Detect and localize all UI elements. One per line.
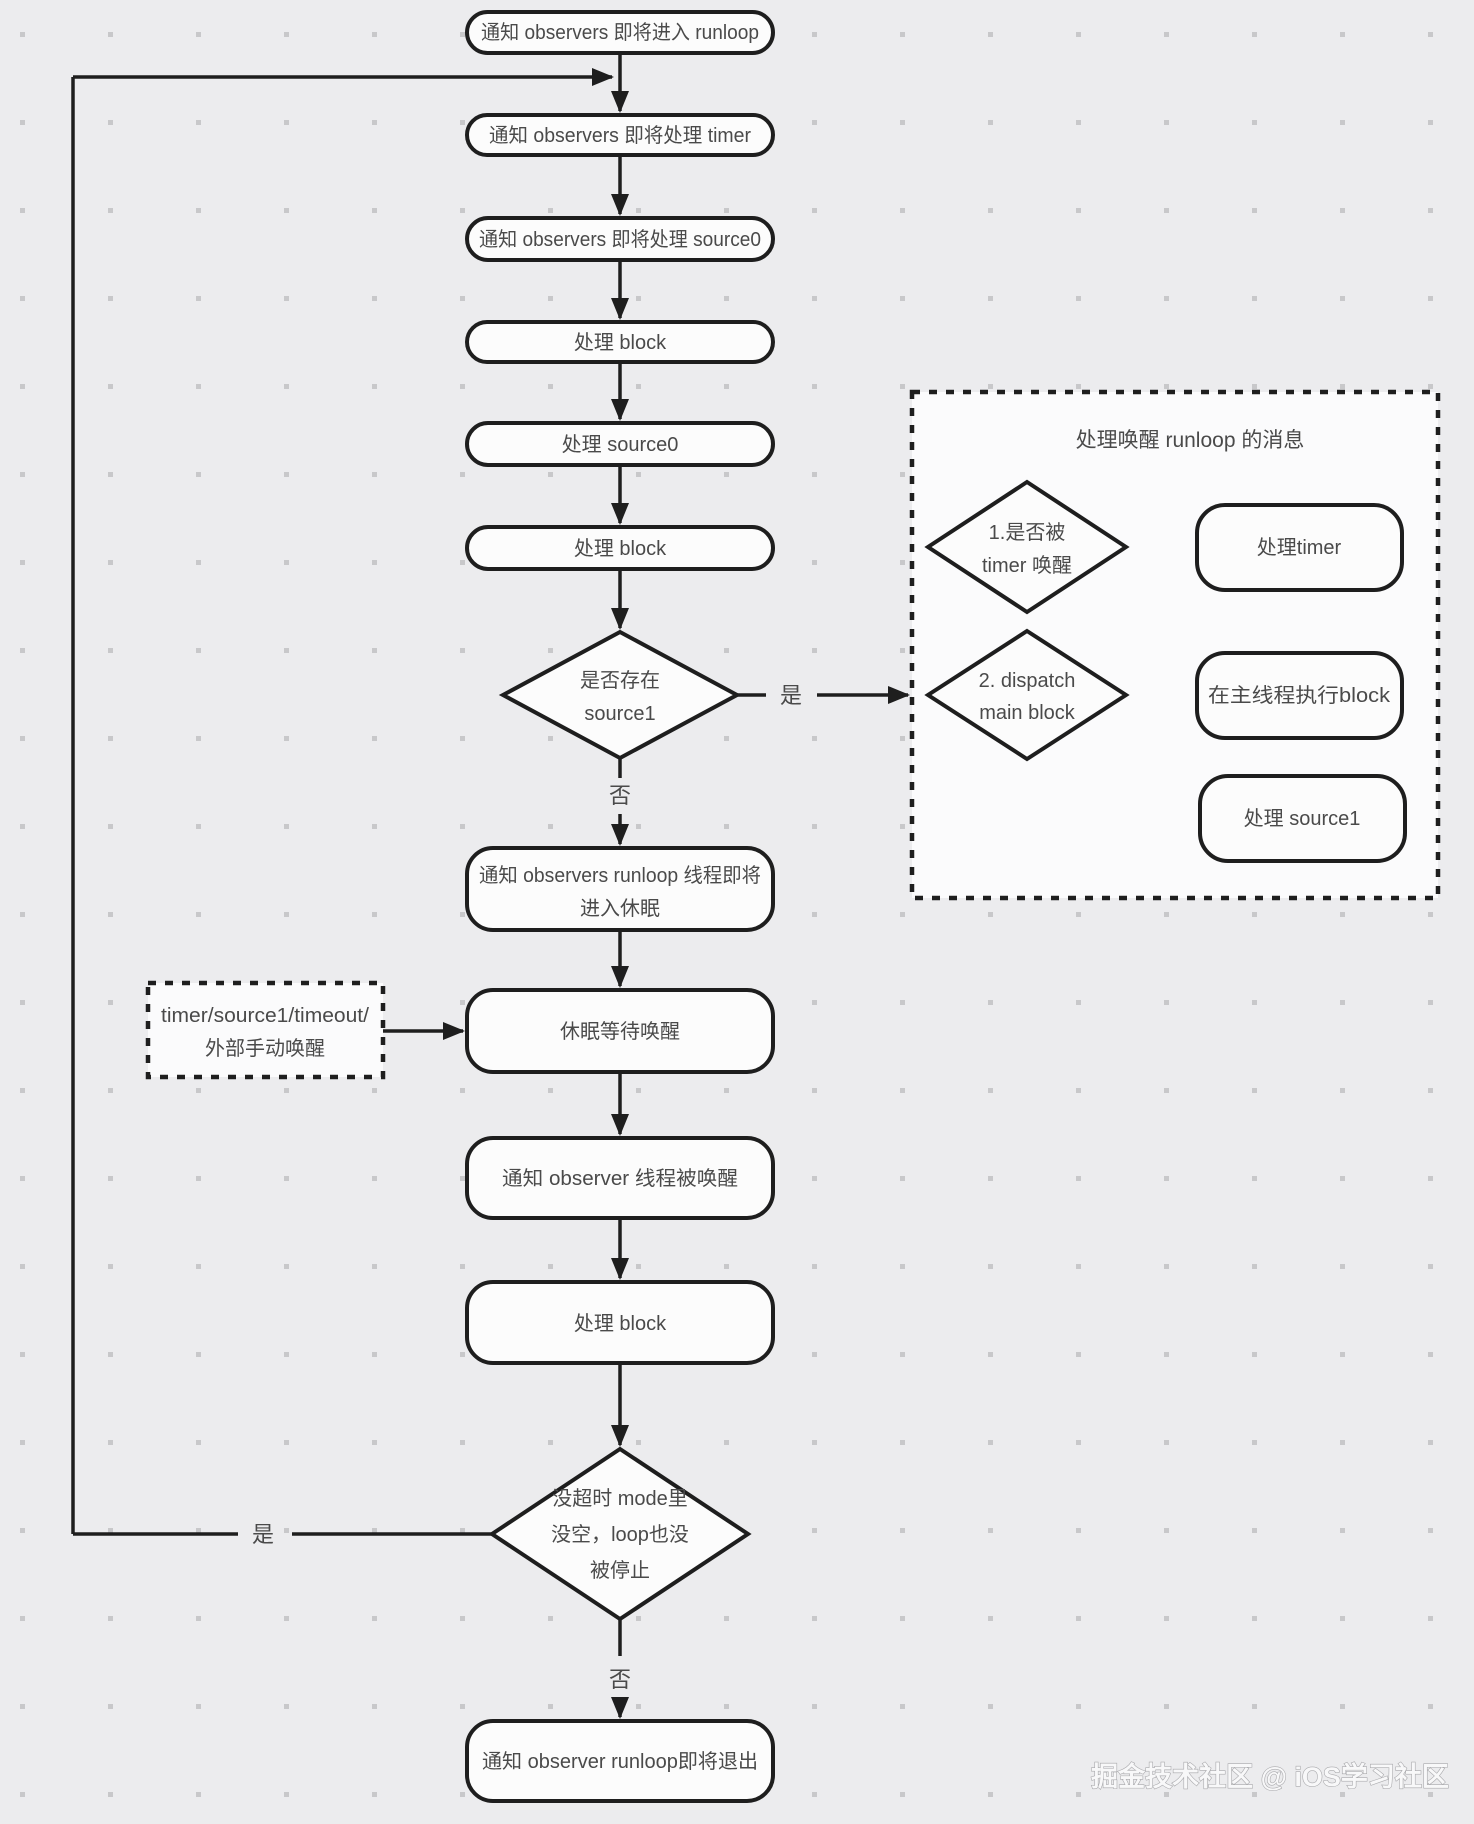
label-yes-source1: 是 (780, 683, 802, 708)
node-process-block-1-shape (465, 320, 775, 364)
node-notify-woken: 通知 observer 线程被唤醒 (465, 1136, 775, 1220)
decision-loop-continue-line3: 被停止 (590, 1559, 650, 1582)
node-process-source1-label: 处理 source1 (1244, 807, 1361, 830)
decision-dispatch-line1: 2. dispatch (979, 670, 1076, 692)
node-process-source0: 处理 source0 (465, 421, 775, 467)
node-process-block-3-shape (465, 1280, 775, 1365)
node-notify-will-sleep-shape (465, 846, 775, 932)
node-process-source0-label: 处理 source0 (562, 433, 679, 456)
node-notify-exit-label: 通知 observer runloop即将退出 (482, 1750, 758, 1773)
node-process-timer-shape (1195, 503, 1404, 592)
decision-source1-exists: 是否存在 source1 (498, 629, 742, 761)
node-process-block-2-label: 处理 block (574, 537, 667, 560)
node-process-source1-shape (1198, 774, 1407, 863)
node-notify-will-sleep: 通知 observers runloop 线程即将 进入休眠 (465, 846, 775, 932)
node-exec-main-block-shape (1195, 651, 1404, 740)
node-notify-process-timer: 通知 observers 即将处理 timer (465, 113, 775, 157)
decision-dispatch-main-block: 2. dispatch main block (924, 628, 1130, 762)
decision-source1-line1: 是否存在 (580, 669, 660, 692)
node-exec-main-block: 在主线程执行block (1195, 651, 1404, 740)
decision-loop-continue: 没超时 mode里 没空，loop也没 被停止 (488, 1446, 752, 1622)
node-notify-exit: 通知 observer runloop即将退出 (465, 1719, 775, 1803)
node-process-block-3: 处理 block (465, 1280, 775, 1365)
node-process-block-1: 处理 block (465, 320, 775, 364)
watermark: 掘金技术社区 @ iOS学习社区 (1091, 1761, 1449, 1792)
node-notify-process-source0-shape (465, 216, 775, 262)
node-notify-process-source0: 通知 observers 即将处理 source0 (465, 216, 775, 262)
node-process-timer: 处理timer (1195, 503, 1404, 592)
label-no-source1: 否 (609, 783, 631, 808)
decision-timer-check-line1: 1.是否被 (989, 521, 1066, 544)
node-notify-enter-label: 通知 observers 即将进入 runloop (481, 21, 759, 44)
node-process-source0-shape (465, 421, 775, 467)
external-wakeup-shape (145, 980, 386, 1080)
node-process-timer-label: 处理timer (1257, 536, 1342, 559)
external-wakeup-line1: timer/source1/timeout/ (161, 1005, 369, 1027)
label-no-continue: 否 (609, 1667, 631, 1692)
node-notify-enter: 通知 observers 即将进入 runloop (465, 10, 775, 55)
node-notify-will-sleep-line2: 进入休眠 (580, 897, 660, 920)
node-notify-exit-shape (465, 1719, 775, 1803)
node-notify-woken-label: 通知 observer 线程被唤醒 (502, 1167, 738, 1190)
node-notify-process-timer-label: 通知 observers 即将处理 timer (489, 124, 751, 147)
external-wakeup-line2: 外部手动唤醒 (205, 1037, 325, 1060)
decision-dispatch-shape (924, 628, 1130, 762)
decision-source1-line2: source1 (584, 703, 655, 725)
node-process-block-3-label: 处理 block (574, 1312, 667, 1335)
node-sleep-wait-label: 休眠等待唤醒 (560, 1020, 680, 1043)
node-notify-woken-shape (465, 1136, 775, 1220)
decision-timer-check-line2: timer 唤醒 (982, 554, 1072, 577)
decision-dispatch-line2: main block (979, 702, 1076, 724)
label-yes-continue: 是 (252, 1522, 274, 1547)
node-process-source1: 处理 source1 (1198, 774, 1407, 863)
node-notify-enter-shape (465, 10, 775, 55)
wakeup-group-title: 处理唤醒 runloop 的消息 (1076, 429, 1305, 452)
decision-loop-continue-line2: 没空，loop也没 (551, 1523, 689, 1546)
node-notify-will-sleep-line1: 通知 observers runloop 线程即将 (479, 864, 761, 887)
node-notify-process-source0-label: 通知 observers 即将处理 source0 (479, 228, 761, 251)
node-process-block-2: 处理 block (465, 525, 775, 571)
node-notify-process-timer-shape (465, 113, 775, 157)
external-wakeup-box: timer/source1/timeout/ 外部手动唤醒 (145, 980, 386, 1080)
node-exec-main-block-label: 在主线程执行block (1208, 684, 1391, 707)
node-process-block-1-label: 处理 block (574, 331, 667, 354)
node-sleep-wait: 休眠等待唤醒 (465, 988, 775, 1074)
decision-loop-continue-line1: 没超时 mode里 (552, 1487, 688, 1510)
decision-timer-check-shape (924, 479, 1130, 615)
node-sleep-wait-shape (465, 988, 775, 1074)
decision-source1-shape (498, 629, 742, 761)
node-process-block-2-shape (465, 525, 775, 571)
decision-timer-check: 1.是否被 timer 唤醒 (924, 479, 1130, 615)
decision-loop-continue-shape (488, 1446, 752, 1622)
